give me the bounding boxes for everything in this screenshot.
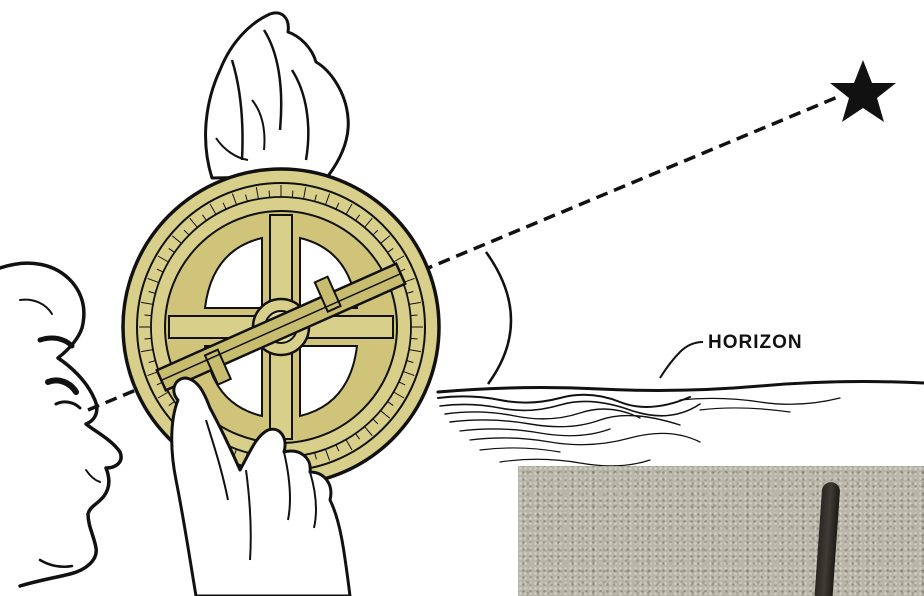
scale-tick: [411, 315, 418, 316]
scale-tick: [145, 315, 152, 316]
scale-tick: [269, 191, 270, 198]
face-profile: [0, 263, 121, 586]
scale-tick: [145, 338, 152, 339]
metal-rod: [813, 482, 840, 596]
stone-photo-inset: [518, 466, 924, 596]
star-icon: [830, 60, 896, 122]
scale-tick: [292, 191, 293, 198]
sea-waves: [438, 382, 924, 466]
horizon-label: HORIZON: [708, 332, 803, 354]
hand-top: [206, 13, 349, 178]
angle-arc: [486, 252, 511, 384]
scale-tick: [411, 338, 418, 339]
horizon-leader-line: [660, 342, 703, 378]
